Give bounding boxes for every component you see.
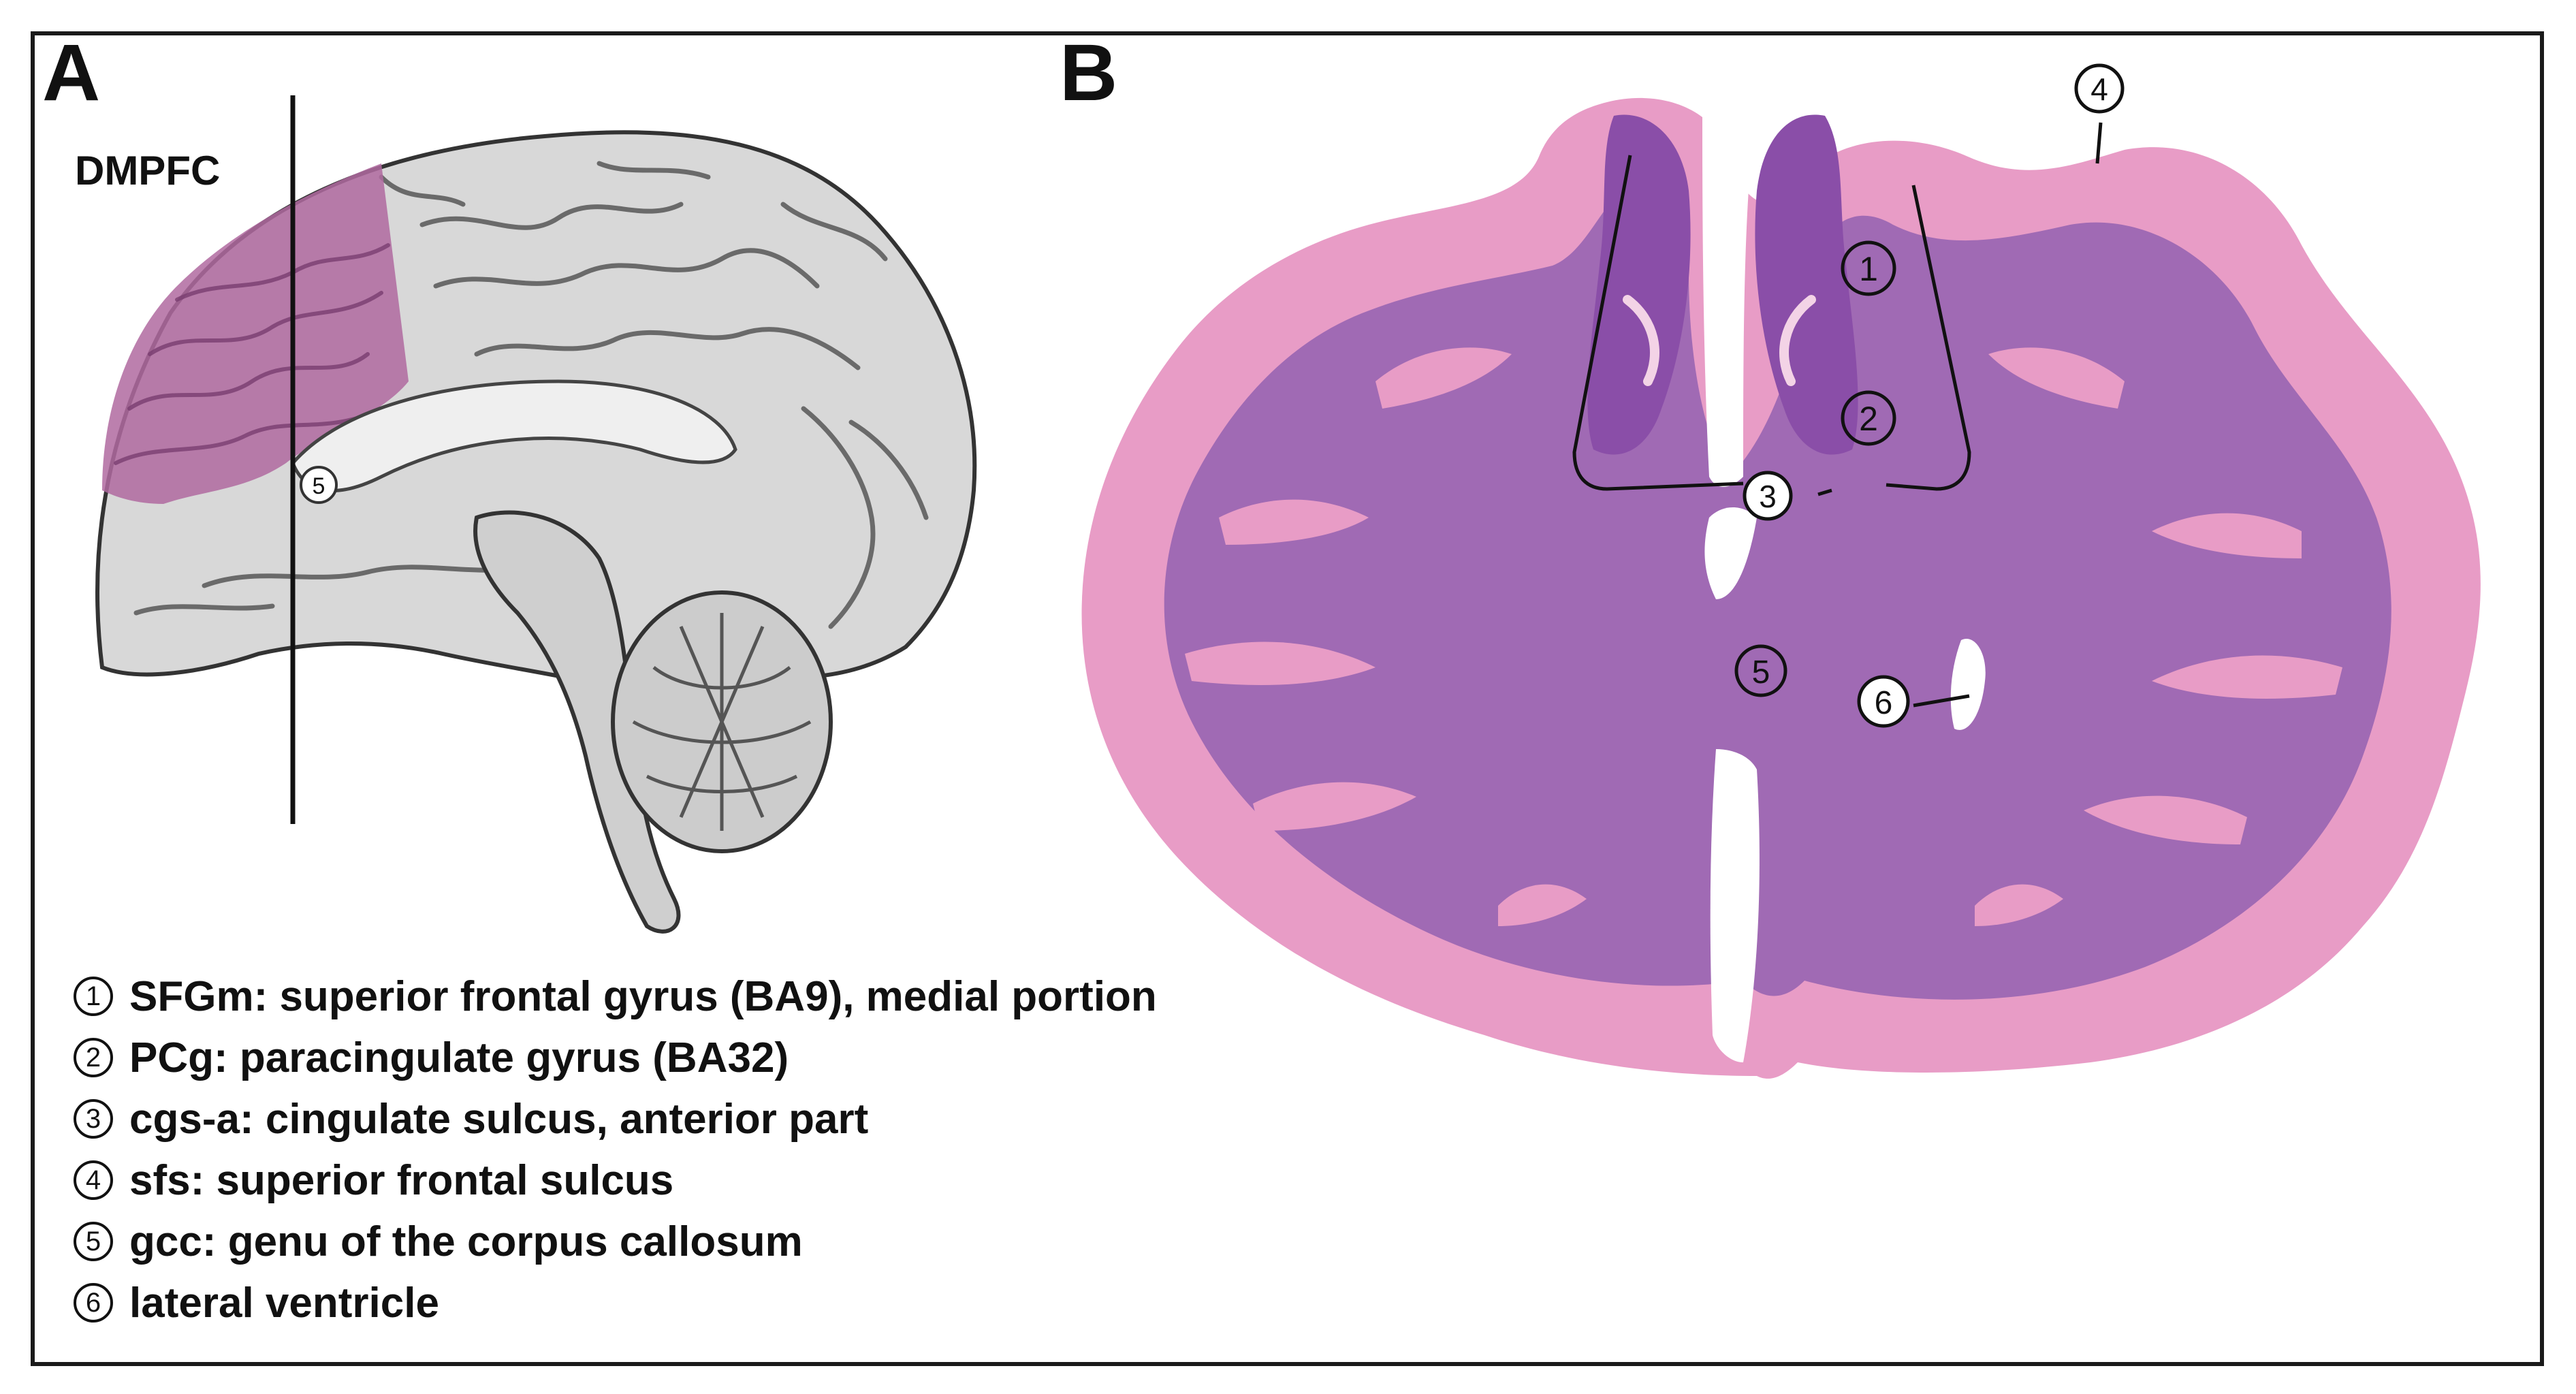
svg-text:2: 2 xyxy=(1859,400,1878,438)
cgs-pointer-line xyxy=(1817,488,1832,496)
svg-text:4: 4 xyxy=(2090,72,2108,107)
coronal-marker-6: 6 xyxy=(1857,675,1910,728)
coronal-marker-2: 2 xyxy=(1841,390,1896,446)
svg-text:3: 3 xyxy=(1759,479,1777,514)
coronal-section: 1 2 3 4 5 6 xyxy=(1081,63,2481,1079)
svg-text:1: 1 xyxy=(1859,250,1878,288)
legend-number-badge: 3 xyxy=(74,1099,113,1139)
legend-number-badge: 2 xyxy=(74,1038,113,1077)
brainstem xyxy=(473,510,681,934)
dmpfc-region-label: DMPFC xyxy=(75,148,221,193)
panel-a-label: A xyxy=(42,28,101,118)
legend-item-text: SFGm: superior frontal gyrus (BA9), medi… xyxy=(129,972,1157,1020)
legend-item: 2 PCg: paracingulate gyrus (BA32) xyxy=(74,1027,1157,1088)
legend-item-text: cgs-a: cingulate sulcus, anterior part xyxy=(129,1095,869,1143)
legend-item: 5 gcc: genu of the corpus callosum xyxy=(74,1211,1157,1272)
coronal-marker-4: 4 xyxy=(2074,63,2125,114)
fissures-and-ventricles xyxy=(1702,95,1986,1062)
legend: 1 SFGm: superior frontal gyrus (BA9), me… xyxy=(74,966,1157,1333)
legend-item-text: lateral ventricle xyxy=(129,1279,439,1327)
legend-number-badge: 6 xyxy=(74,1283,113,1322)
legend-item: 3 cgs-a: cingulate sulcus, anterior part xyxy=(74,1088,1157,1150)
legend-number-badge: 5 xyxy=(74,1222,113,1261)
dmpfc-bracket-outline xyxy=(1572,155,1971,491)
svg-text:6: 6 xyxy=(1875,685,1893,721)
gyri-texture xyxy=(133,161,929,629)
legend-item: 1 SFGm: superior frontal gyrus (BA9), me… xyxy=(74,966,1157,1027)
cerebellum xyxy=(611,590,833,853)
coronal-marker-5: 5 xyxy=(1734,644,1787,697)
legend-item-text: PCg: paracingulate gyrus (BA32) xyxy=(129,1034,789,1081)
legend-number-badge: 4 xyxy=(74,1160,113,1200)
legend-item: 6 lateral ventricle xyxy=(74,1272,1157,1333)
sagittal-brain-illustration: 5 xyxy=(95,95,977,934)
legend-number-badge: 1 xyxy=(74,977,113,1016)
panel-b-label: B xyxy=(1060,28,1118,118)
coronal-marker-3: 3 xyxy=(1743,471,1793,521)
sfs-pointer-line xyxy=(2095,122,2103,164)
legend-item: 4 sfs: superior frontal sulcus xyxy=(74,1150,1157,1211)
coronal-marker-1: 1 xyxy=(1841,240,1896,296)
legend-item-text: gcc: genu of the corpus callosum xyxy=(129,1218,803,1265)
legend-item-text: sfs: superior frontal sulcus xyxy=(129,1156,674,1204)
svg-text:5: 5 xyxy=(1752,654,1770,691)
medial-dmpfc-gyri xyxy=(1587,114,1858,455)
sagittal-marker-5-circle xyxy=(300,466,338,504)
corpus-callosum xyxy=(291,379,737,492)
sagittal-marker-5-label: 5 xyxy=(313,473,325,499)
gyral-folds xyxy=(1185,347,2342,926)
ventricle-pointer-line xyxy=(1913,694,1970,708)
